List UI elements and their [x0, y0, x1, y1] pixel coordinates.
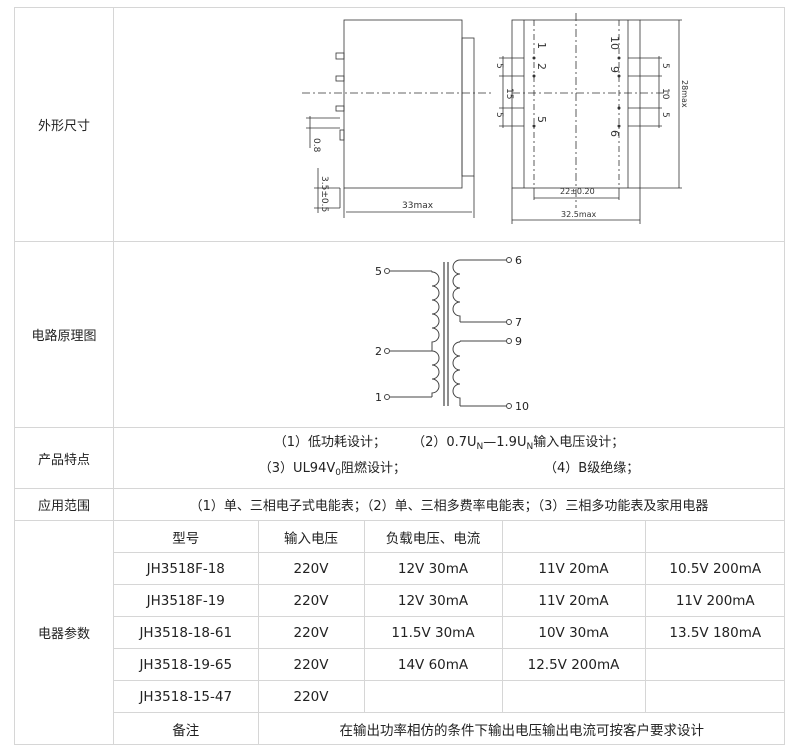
- param-header-load: 负载电压、电流: [363, 521, 503, 553]
- load-cell: 11V 200mA: [644, 584, 785, 617]
- load-cell: 12V 30mA: [363, 552, 503, 585]
- features-label: 产品特点: [14, 427, 114, 489]
- right-pitch-3: 5: [660, 112, 670, 118]
- features-line-2: （3）UL94V0阻燃设计； （4）B级绝缘；: [114, 458, 784, 484]
- height-label: 28max: [680, 80, 689, 108]
- side-view-flange: [461, 37, 475, 177]
- pin-6-label: 6: [608, 130, 621, 137]
- spec-table: 外形尺寸: [14, 7, 785, 745]
- load-cell: 10.5V 200mA: [644, 552, 785, 585]
- pin-2-label: 2: [535, 63, 548, 70]
- application-text: （1）单、三相电子式电能表；（2）单、三相多费率电能表；（3）三相多功能表及家用…: [113, 488, 785, 521]
- model-cell: JH3518-19-65: [114, 648, 259, 681]
- dimension-drawing: 33max 0.8 3.5±0.5 1 2 5 10 9 6 5 5 15 5 …: [302, 13, 689, 224]
- load-cell: [644, 680, 785, 713]
- dimensions-label: 外形尺寸: [14, 7, 114, 242]
- load-cell: 11V 20mA: [501, 584, 646, 617]
- circuit-label: 电路原理图: [14, 241, 114, 428]
- feature-insulation: （4）B级绝缘；: [544, 461, 640, 476]
- input-cell: 220V: [257, 680, 365, 713]
- pin-7-terminal: 7: [515, 316, 522, 329]
- pin-1-label: 1: [535, 42, 548, 49]
- load-cell: 12V 30mA: [363, 584, 503, 617]
- note-text: 在输出功率相仿的条件下输出电压输出电流可按客户要求设计: [257, 712, 785, 744]
- pin-5-label: 5: [535, 116, 548, 123]
- table-row: JH3518F-19 220V 12V 30mA 11V 20mA 11V 20…: [114, 584, 785, 617]
- pin-10-terminal: 10: [515, 400, 529, 413]
- load-cell: 10V 30mA: [501, 616, 646, 649]
- feature-input-voltage: （2）0.7UN—1.9UN输入电压设计；: [412, 435, 625, 452]
- table-row: JH3518-19-65 220V 14V 60mA 12.5V 200mA: [114, 648, 785, 681]
- front-width-label: 32.5max: [561, 210, 597, 219]
- input-cell: 220V: [257, 552, 365, 585]
- pin-5-terminal: 5: [375, 265, 382, 278]
- pin-row-spacing: 22±0.20: [560, 187, 595, 196]
- features-content: （1）低功耗设计； （2）0.7UN—1.9UN输入电压设计； （3）UL94V0…: [113, 427, 785, 489]
- load-cell: [363, 680, 503, 713]
- model-cell: JH3518F-18: [114, 552, 259, 585]
- left-pitch-2: 5: [494, 112, 504, 118]
- pin-1-terminal: 1: [375, 391, 382, 404]
- input-cell: 220V: [257, 584, 365, 617]
- circuit-diagram-cell: 5 2 1 6 7 9 10: [113, 241, 785, 428]
- feature-flame-retardant: （3）UL94V0阻燃设计；: [258, 461, 406, 478]
- param-header-blank: [644, 521, 785, 553]
- model-cell: JH3518F-19: [114, 584, 259, 617]
- pin-10-label: 10: [608, 36, 621, 50]
- load-cell: [644, 648, 785, 681]
- dimensions-drawing-cell: 33max 0.8 3.5±0.5 1 2 5 10 9 6 5 5 15 5 …: [113, 7, 785, 242]
- table-row: JH3518-18-61 220V 11.5V 30mA 10V 30mA 13…: [114, 616, 785, 649]
- pin-6-terminal: 6: [515, 254, 522, 267]
- table-row: JH3518F-18 220V 12V 30mA 11V 20mA 10.5V …: [114, 552, 785, 585]
- right-pitch-2: 10: [660, 88, 670, 100]
- pin-length-label: 3.5±0.5: [319, 176, 329, 212]
- circuit-diagram: 5 2 1 6 7 9 10: [375, 254, 529, 413]
- secondary-winding-upper: [452, 259, 461, 320]
- dimensions-row: 外形尺寸: [14, 7, 785, 242]
- side-pin: [335, 75, 345, 82]
- load-cell: 12.5V 200mA: [501, 648, 646, 681]
- left-span: 15: [504, 88, 514, 99]
- load-cell: 11.5V 30mA: [363, 616, 503, 649]
- model-cell: JH3518-15-47: [114, 680, 259, 713]
- pin-9-label: 9: [608, 66, 621, 73]
- side-pin: [335, 105, 345, 112]
- application-row: 应用范围 （1）单、三相电子式电能表；（2）单、三相多费率电能表；（3）三相多功…: [14, 488, 785, 521]
- primary-winding: [431, 271, 440, 397]
- model-cell: JH3518-18-61: [114, 616, 259, 649]
- table-row: JH3518-15-47 220V: [114, 680, 785, 713]
- load-cell: 11V 20mA: [501, 552, 646, 585]
- pin-9-terminal: 9: [515, 335, 522, 348]
- load-cell: 13.5V 180mA: [644, 616, 785, 649]
- input-cell: 220V: [257, 648, 365, 681]
- parameters-label: 电器参数: [14, 520, 114, 745]
- circuit-row: 电路原理图: [14, 241, 785, 428]
- input-cell: 220V: [257, 616, 365, 649]
- param-header-row: 型号 输入电压 负载电压、电流: [114, 521, 785, 553]
- side-pin: [335, 52, 345, 60]
- feature-low-power: （1）低功耗设计；: [273, 435, 387, 450]
- right-pitch-1: 5: [660, 63, 670, 69]
- features-line-1: （1）低功耗设计； （2）0.7UN—1.9UN输入电压设计；: [114, 432, 784, 458]
- param-header-model: 型号: [114, 521, 259, 553]
- load-cell: [501, 680, 646, 713]
- side-view-body: [343, 19, 463, 189]
- secondary-winding-lower: [452, 341, 461, 406]
- side-width-label: 33max: [402, 201, 434, 211]
- parameters-cell: 型号 输入电压 负载电压、电流 JH3518F-18 220V 12V 30mA…: [113, 520, 785, 745]
- note-label: 备注: [114, 712, 259, 744]
- param-header-blank: [501, 521, 646, 553]
- note-row: 备注 在输出功率相仿的条件下输出电压输出电流可按客户要求设计: [114, 712, 785, 744]
- side-pin: [339, 129, 345, 141]
- load-cell: 14V 60mA: [363, 648, 503, 681]
- features-row: 产品特点 （1）低功耗设计； （2）0.7UN—1.9UN输入电压设计； （3）U…: [14, 427, 785, 489]
- parameters-table: 型号 输入电压 负载电压、电流 JH3518F-18 220V 12V 30mA…: [114, 521, 785, 744]
- pin-thickness-label: 0.8: [311, 138, 321, 153]
- application-label: 应用范围: [14, 488, 114, 521]
- pin-2-terminal: 2: [375, 345, 382, 358]
- parameters-row: 电器参数 型号 输入电压 负载电压、电流 JH3518F-18 220V 12V…: [14, 520, 785, 745]
- param-header-input: 输入电压: [257, 521, 365, 553]
- left-pitch-1: 5: [494, 63, 504, 69]
